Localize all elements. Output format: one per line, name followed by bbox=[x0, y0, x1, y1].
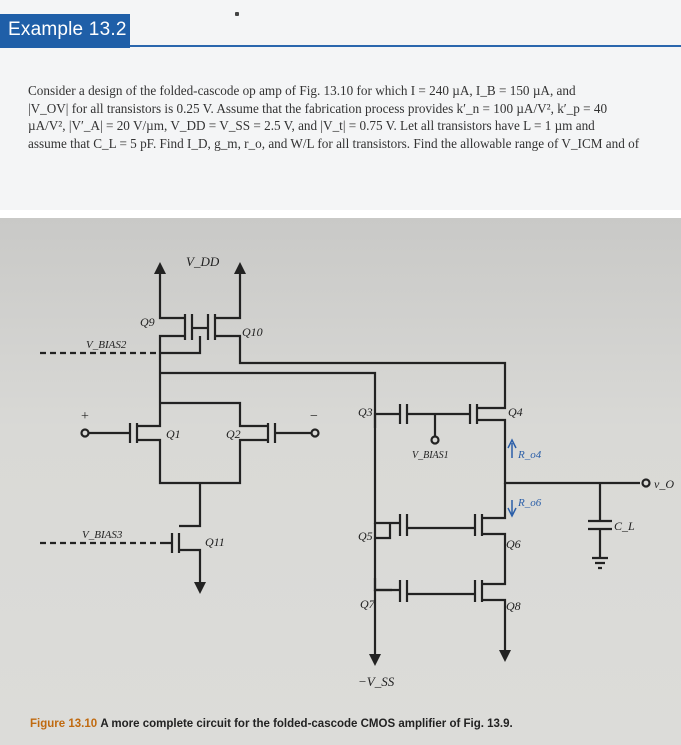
header-rule bbox=[130, 45, 681, 47]
q10-body bbox=[206, 303, 242, 353]
q10-to-q4-wire bbox=[238, 353, 507, 393]
label-q9: Q9 bbox=[140, 315, 155, 329]
q5-diode bbox=[373, 523, 392, 540]
label-ro6: R_o6 bbox=[517, 497, 542, 509]
textbook-page-top: Example 13.2 Consider a design of the fo… bbox=[0, 0, 681, 210]
label-cl: C_L bbox=[614, 519, 635, 533]
label-q6: Q6 bbox=[506, 537, 521, 551]
label-q8: Q8 bbox=[506, 599, 521, 613]
label-plus: + bbox=[81, 409, 89, 424]
label-q10: Q10 bbox=[242, 325, 263, 339]
input-plus-terminal bbox=[80, 428, 90, 438]
page-gap bbox=[0, 210, 681, 218]
figure-number: Figure 13.10 bbox=[30, 718, 98, 730]
label-q1: Q1 bbox=[166, 427, 181, 441]
vdd-arrow-right bbox=[234, 262, 246, 274]
q1-body bbox=[88, 403, 162, 468]
problem-statement: Consider a design of the folded-cascode … bbox=[28, 82, 648, 152]
q5-q6-body bbox=[373, 483, 507, 578]
ro4-arrow bbox=[507, 438, 517, 458]
folded-cascode-schematic: V_DD Q9 Q10 V_BIAS2 + − Q1 Q2 V_BIAS3 Q1… bbox=[40, 254, 674, 689]
output-wire bbox=[503, 458, 640, 485]
figure-caption-text: A more complete circuit for the folded-c… bbox=[100, 718, 513, 730]
vbias1-terminal bbox=[430, 435, 440, 445]
label-vdd: V_DD bbox=[186, 254, 220, 269]
q11-body bbox=[160, 523, 202, 588]
problem-line: Consider a design of the folded-cascode … bbox=[28, 83, 576, 98]
q9-body bbox=[158, 303, 194, 348]
problem-line: |V_OV| for all transistors is 0.25 V. As… bbox=[28, 100, 608, 116]
label-vss: −V_SS bbox=[358, 674, 395, 689]
q7-diode bbox=[373, 578, 392, 592]
q11-source-arrow bbox=[194, 582, 206, 594]
load-capacitor bbox=[588, 483, 612, 570]
q7-q8-body bbox=[373, 578, 507, 658]
page-mark bbox=[235, 12, 239, 16]
node-to-q3-wire bbox=[160, 371, 377, 428]
label-vbias1: V_BIAS1 bbox=[412, 450, 449, 461]
figure-caption: Figure 13.10 A more complete circuit for… bbox=[30, 718, 670, 730]
input-minus-terminal bbox=[310, 428, 320, 438]
label-vbias3: V_BIAS3 bbox=[82, 529, 123, 541]
q3-q4-body bbox=[373, 393, 507, 458]
label-q7: Q7 bbox=[360, 597, 376, 611]
label-vo: v_O bbox=[654, 477, 674, 491]
output-terminal bbox=[641, 478, 651, 488]
vss-arrow-left bbox=[369, 654, 381, 666]
label-minus: − bbox=[310, 409, 318, 424]
label-q11: Q11 bbox=[205, 535, 225, 549]
vdd-arrow-left bbox=[154, 262, 166, 274]
vbias2-gate-wire bbox=[160, 336, 202, 355]
label-q4: Q4 bbox=[508, 405, 523, 419]
tail-top-wire bbox=[160, 401, 242, 423]
label-q3: Q3 bbox=[358, 405, 373, 419]
example-title: Example 13.2 bbox=[8, 19, 127, 40]
label-q5: Q5 bbox=[358, 529, 373, 543]
label-q2: Q2 bbox=[226, 427, 241, 441]
tail-join bbox=[158, 468, 242, 485]
problem-line: µA/V², |V′_A| = 20 V/µm, V_DD = V_SS = 2… bbox=[28, 118, 595, 134]
circuit-figure-photo: V_DD Q9 Q10 V_BIAS2 + − Q1 Q2 V_BIAS3 Q1… bbox=[0, 218, 681, 745]
vss-arrow-right bbox=[499, 650, 511, 662]
problem-line: assume that C_L = 5 pF. Find I_D, g_m, r… bbox=[28, 135, 640, 151]
q2-body bbox=[238, 423, 312, 468]
ro6-arrow bbox=[507, 500, 517, 518]
label-ro4: R_o4 bbox=[517, 449, 542, 461]
example-header: Example 13.2 bbox=[0, 14, 130, 48]
label-vbias2: V_BIAS2 bbox=[86, 339, 127, 351]
